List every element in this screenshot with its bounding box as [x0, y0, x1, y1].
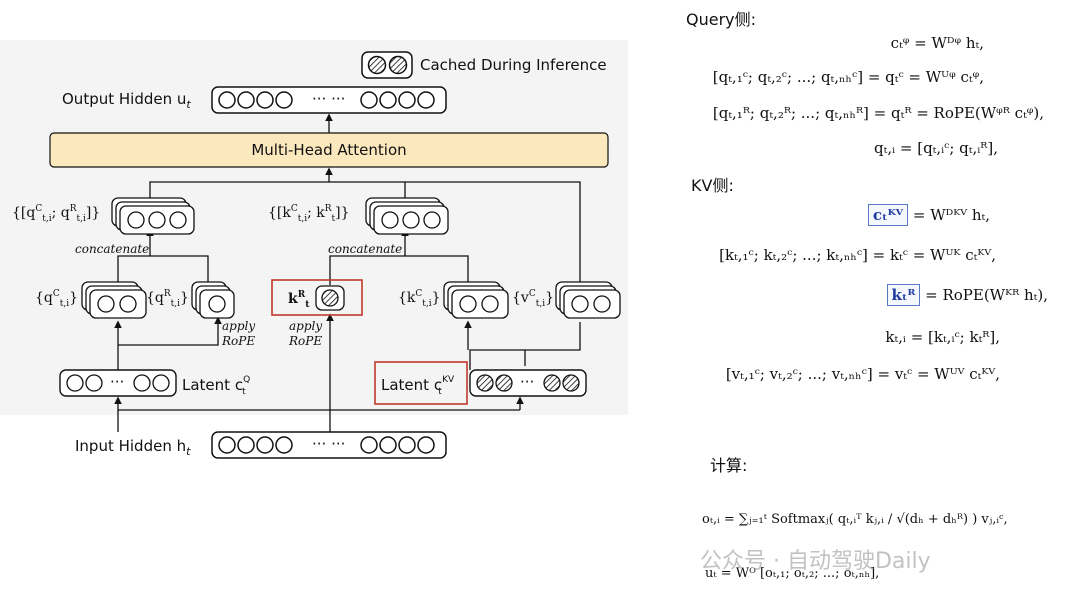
- apply-rope-q-1: apply: [222, 319, 255, 333]
- q-group-label: {[qCt,i; qRt,i]}: [12, 204, 100, 224]
- apply-rope-k-2: RoPE: [288, 334, 322, 348]
- query-eq-4: qₜ,ᵢ = [qₜ,ᵢᶜ; qₜ,ᵢᴿ],: [874, 139, 998, 157]
- query-side-header: Query侧:: [686, 10, 757, 29]
- k-group-label: {[kCt,i; kRt]}: [268, 204, 350, 224]
- kv-side-header: KV侧:: [691, 176, 734, 195]
- svg-text:···: ···: [520, 373, 534, 391]
- svg-text:···: ···: [110, 373, 124, 391]
- input-hidden: Input Hidden ht ··· ···: [75, 431, 447, 459]
- multi-head-attention-block: Multi-Head Attention: [49, 132, 609, 168]
- query-eq-1: cₜᵠ = Wᴰᵠ hₜ,: [890, 34, 984, 52]
- q-concat-stack: {[qCt,i; qRt,i]}: [12, 197, 195, 235]
- ckv-highlight: cₜᴷⱽ: [867, 204, 909, 226]
- cached-legend: Cached During Inference: [361, 51, 607, 79]
- kv-eq-2: [kₜ,₁ᶜ; kₜ,₂ᶜ; ...; kₜ,ₙₕᶜ] = kₜᶜ = Wᵁᴷ …: [719, 246, 996, 264]
- apply-rope-q-2: RoPE: [221, 334, 255, 348]
- vc-stack: {vCt,i}: [512, 281, 621, 319]
- compute-header: 计算:: [710, 456, 748, 475]
- kr-eq-highlight: kₜᴿ: [886, 284, 921, 306]
- output-ellipsis: ··· ···: [312, 90, 345, 108]
- compute-eq-2: uₜ = Wᴼ [oₜ,₁; oₜ,₂; ...; oₜ,ₙₕ],: [705, 566, 880, 581]
- output-hidden-label: Output Hidden ut: [62, 90, 191, 111]
- input-hidden-label: Input Hidden ht: [75, 437, 191, 458]
- query-eq-3: [qₜ,₁ᴿ; qₜ,₂ᴿ; ...; qₜ,ₙₕᴿ] = qₜᴿ = RoPE…: [712, 104, 1044, 122]
- kc-stack: {kCt,i}: [398, 281, 509, 319]
- compute-eq-1: oₜ,ᵢ = ∑ⱼ₌₁ᵗ Softmaxⱼ( qₜ,ᵢᵀ kⱼ,ᵢ / √(dₕ…: [702, 512, 1008, 527]
- q-concatenate-label: concatenate: [75, 242, 149, 256]
- k-concat-stack: {[kCt,i; kRt]}: [268, 197, 449, 235]
- apply-rope-k-1: apply: [289, 319, 322, 333]
- vc-label: {vCt,i}: [512, 289, 554, 309]
- cached-label: Cached During Inference: [420, 56, 607, 74]
- kv-eq-4: kₜ,ᵢ = [kₜ,ᵢᶜ; kₜᴿ],: [885, 328, 1000, 346]
- kv-eq-3: kₜᴿ = RoPE(Wᴷᴿ hₜ),: [886, 284, 1048, 306]
- kc-label: {kCt,i}: [398, 289, 441, 309]
- qc-stack: {qCt,i}: [35, 281, 147, 319]
- mla-architecture-diagram: Cached During Inference Output Hidden ut…: [0, 40, 628, 459]
- input-ellipsis: ··· ···: [312, 435, 345, 453]
- output-hidden: Output Hidden ut ··· ···: [62, 86, 447, 114]
- kv-eq-5: [vₜ,₁ᶜ; vₜ,₂ᶜ; ...; vₜ,ₙₕᶜ] = vₜᶜ = Wᵁⱽ …: [725, 365, 1000, 383]
- kr-highlight: kRt: [271, 279, 363, 316]
- qc-label: {qCt,i}: [35, 289, 78, 309]
- mha-label: Multi-Head Attention: [251, 141, 406, 159]
- qr-label: {qRt,i}: [146, 289, 189, 309]
- kv-eq-1: cₜᴷⱽ = Wᴰᴷⱽ hₜ,: [867, 204, 990, 226]
- kr-label: kRt: [288, 290, 310, 310]
- watermark-text: 公众号 · 自动驾驶Daily: [700, 549, 931, 574]
- query-eq-2: [qₜ,₁ᶜ; qₜ,₂ᶜ; ...; qₜ,ₙₕᶜ] = qₜᶜ = Wᵁᵠ …: [712, 68, 984, 86]
- qr-stack: {qRt,i}: [146, 281, 235, 319]
- k-concatenate-label: concatenate: [328, 242, 402, 256]
